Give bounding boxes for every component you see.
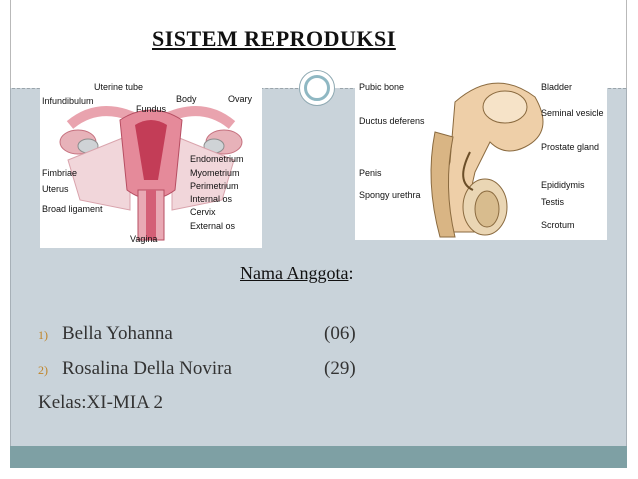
female-reproductive-diagram: Uterine tube Infundibulum Fundus Body Ov… (40, 80, 262, 248)
label-testis: Testis (541, 197, 565, 207)
member-row: 1) Bella Yohanna (06) (38, 323, 356, 345)
label-pubic-bone: Pubic bone (359, 82, 405, 92)
label-ovary: Ovary (228, 94, 253, 104)
label-epididymis: Epididymis (541, 180, 585, 190)
label-body: Body (176, 94, 197, 104)
footer-bar (10, 446, 627, 468)
member-code: (29) (324, 358, 356, 379)
member-number: 2) (38, 363, 48, 377)
slide-title: SISTEM REPRODUKSI (152, 26, 396, 51)
label-broad-ligament: Broad ligament (42, 204, 103, 214)
label-infundibulum: Infundibulum (42, 96, 94, 106)
label-penis: Penis (359, 168, 382, 178)
members-heading-colon: : (348, 263, 354, 283)
member-row: 2) Rosalina Della Novira (29) (38, 358, 356, 380)
label-endometrium: Endometrium (190, 154, 244, 164)
label-uterine-tube: Uterine tube (94, 82, 144, 92)
label-uterus: Uterus (42, 184, 69, 194)
circle-ornament (299, 70, 335, 106)
label-cervix: Cervix (190, 207, 216, 217)
label-bladder: Bladder (541, 82, 573, 92)
label-fimbriae: Fimbriae (42, 168, 78, 178)
label-seminal-vesicle: Seminal vesicle (541, 108, 604, 118)
member-name: Bella Yohanna (62, 323, 173, 344)
label-myometrium: Myometrium (190, 168, 240, 178)
label-external-os: External os (190, 221, 236, 231)
label-internal-os: Internal os (190, 194, 233, 204)
male-reproductive-diagram: Pubic bone Bladder Ductus deferens Semin… (355, 72, 607, 240)
members-heading: Nama Anggota: (240, 263, 354, 284)
label-perimetrium: Perimetrium (190, 181, 239, 191)
member-name: Rosalina Della Novira (62, 358, 232, 379)
class-label: Kelas:XI-MIA 2 (38, 392, 164, 413)
members-heading-text: Nama Anggota (240, 263, 349, 283)
label-spongy-urethra: Spongy urethra (359, 190, 421, 200)
member-number: 1) (38, 328, 48, 342)
label-scrotum: Scrotum (541, 220, 575, 230)
label-ductus-deferens: Ductus deferens (359, 116, 425, 126)
member-code: (06) (324, 323, 356, 344)
label-fundus: Fundus (136, 104, 167, 114)
label-prostate-gland: Prostate gland (541, 142, 600, 152)
label-vagina: Vagina (130, 234, 158, 244)
